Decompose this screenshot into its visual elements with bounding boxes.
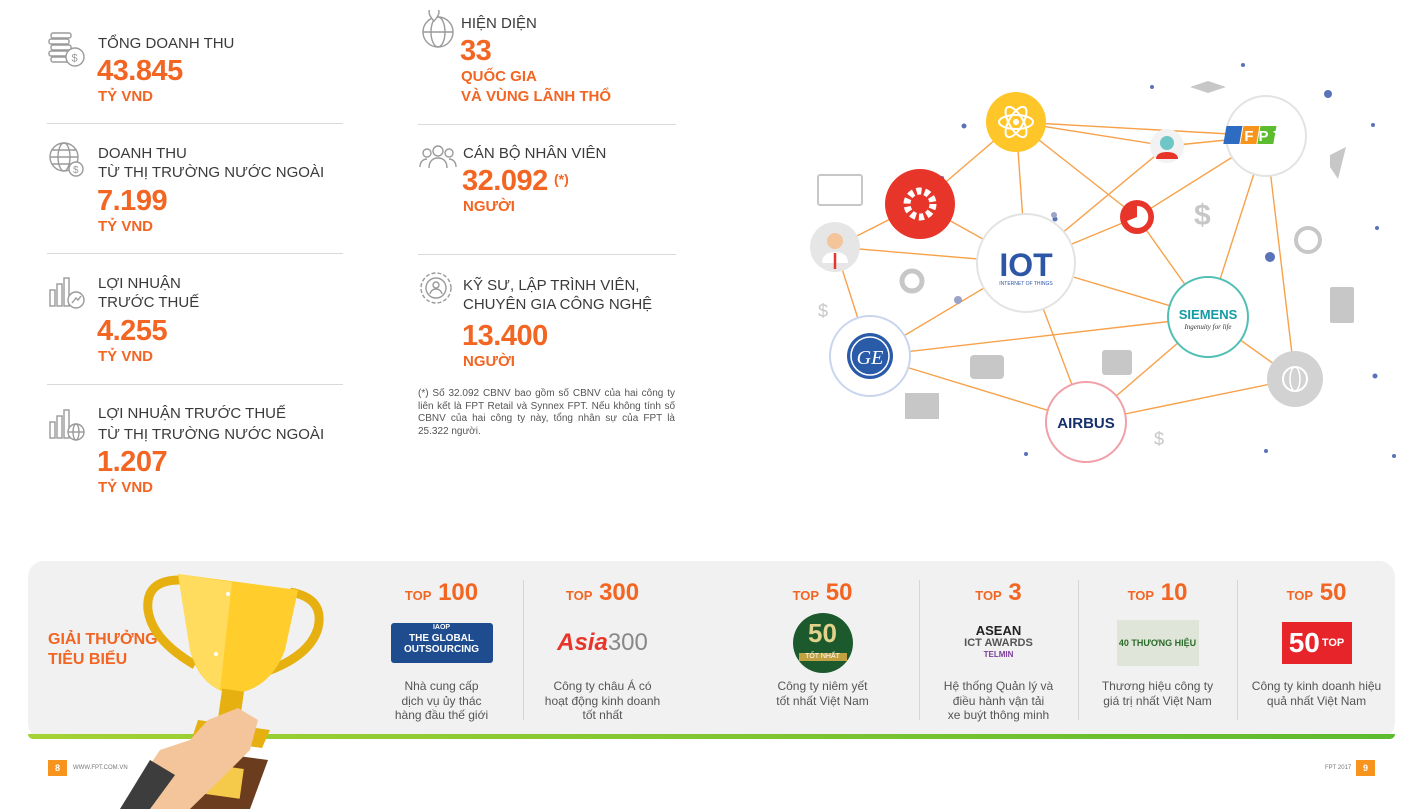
svg-text:$: $ bbox=[73, 165, 79, 176]
stat-value: 4.255 bbox=[97, 315, 168, 347]
ge-label: GE bbox=[857, 347, 884, 369]
chart-globe-icon bbox=[49, 409, 85, 441]
stat-value: 43.845 bbox=[97, 55, 183, 87]
award-item: TOP 50 50 TỐT NHẤT Công ty niêm yết tốt … bbox=[745, 578, 900, 708]
svg-text:$: $ bbox=[72, 53, 78, 65]
engineers-label: CHUYÊN GIA CÔNG NGHỆ bbox=[463, 296, 653, 313]
stat-label: TRƯỚC THUẾ bbox=[98, 294, 200, 311]
iot-network-graphic: $ $ $ IOT INTERNET OF THINGS FPT SIEMENS… bbox=[810, 63, 1396, 463]
presence-unit: VÀ VÙNG LÃNH THỔ bbox=[461, 88, 611, 105]
engineer-badge-icon bbox=[420, 272, 452, 304]
stat-label: DOANH THU bbox=[98, 145, 187, 162]
stat-label: TỔNG DOANH THU bbox=[98, 35, 235, 52]
forbes-50-logo: 50 TỐT NHẤT bbox=[745, 613, 900, 673]
award-item: TOP 3 ASEAN ICT AWARDS TELMIN Hệ thống Q… bbox=[921, 578, 1076, 723]
fpt-label: FPT bbox=[1244, 128, 1287, 145]
chart-growth-icon bbox=[49, 277, 85, 309]
presence-label: HIỆN DIỆN bbox=[461, 15, 537, 32]
people-group-icon bbox=[419, 145, 457, 169]
stat-label: LỢI NHUẬN bbox=[98, 275, 181, 292]
award-rank: TOP 300 bbox=[565, 579, 640, 606]
awards-title: GIẢI THƯỞNG bbox=[48, 631, 158, 648]
awards-title: TIÊU BIỂU bbox=[48, 651, 128, 668]
stat-label: LỢI NHUẬN TRƯỚC THUẾ bbox=[98, 405, 286, 422]
asean-ict-logo: ASEAN ICT AWARDS TELMIN bbox=[964, 623, 1033, 659]
award-rank: TOP 10 bbox=[1127, 579, 1188, 606]
svg-text:$: $ bbox=[1154, 429, 1164, 449]
footer-report-title: FPT 2017 bbox=[1325, 765, 1352, 771]
divider bbox=[1078, 580, 1079, 720]
staff-mark: (*) bbox=[554, 171, 569, 187]
award-rank: TOP 3 bbox=[975, 579, 1022, 606]
awards-underline bbox=[28, 734, 1395, 739]
divider bbox=[418, 124, 676, 125]
staff-label: CÁN BỘ NHÂN VIÊN bbox=[463, 145, 607, 162]
stat-value: 1.207 bbox=[97, 446, 168, 478]
iot-label: IOT bbox=[999, 247, 1053, 283]
airbus-label: AIRBUS bbox=[1057, 415, 1115, 432]
engineers-label: KỸ SƯ, LẬP TRÌNH VIÊN, bbox=[463, 277, 640, 294]
award-item: TOP 100 IAOP THE GLOBAL OUTSOURCING Nhà … bbox=[364, 578, 519, 723]
stat-unit: TỶ VND bbox=[98, 348, 154, 365]
presence-unit: QUỐC GIA bbox=[461, 68, 537, 85]
divider bbox=[47, 123, 343, 124]
staff-value: 32.092 bbox=[462, 165, 548, 197]
globe-dollar-icon: $ bbox=[49, 142, 84, 177]
trophy-icon bbox=[120, 574, 324, 809]
award-rank: TOP 100 bbox=[404, 579, 479, 606]
siemens-tagline: Ingenuity for life bbox=[1183, 323, 1231, 331]
page-number-left: 8 bbox=[48, 760, 67, 776]
page-number-right: 9 bbox=[1356, 760, 1375, 776]
presence-value: 33 bbox=[460, 35, 492, 67]
engineers-value: 13.400 bbox=[462, 320, 548, 352]
forbes-brand-logo: 40 THƯƠNG HIỆU bbox=[1080, 615, 1235, 671]
stat-unit: TỶ VND bbox=[98, 88, 154, 105]
iot-sub-label: INTERNET OF THINGS bbox=[999, 281, 1053, 287]
svg-text:$: $ bbox=[818, 301, 828, 321]
globe-pin-icon bbox=[422, 10, 454, 48]
engineers-unit: NGƯỜI bbox=[463, 353, 515, 370]
coins-dollar-icon: $ bbox=[48, 32, 85, 67]
svg-text:$: $ bbox=[1194, 199, 1211, 232]
stat-label: TỪ THỊ TRƯỜNG NƯỚC NGOÀI bbox=[98, 164, 325, 181]
divider bbox=[523, 580, 524, 720]
divider bbox=[47, 253, 343, 254]
siemens-label: SIEMENS bbox=[1179, 307, 1238, 322]
divider bbox=[47, 384, 343, 385]
award-rank: TOP 50 bbox=[792, 579, 853, 606]
footnote: (*) Số 32.092 CBNV bao gồm số CBNV của h… bbox=[418, 388, 675, 437]
divider bbox=[919, 580, 920, 720]
stat-unit: TỶ VND bbox=[98, 479, 154, 496]
stat-value: 7.199 bbox=[97, 185, 168, 217]
iaop-logo: IAOP THE GLOBAL OUTSOURCING bbox=[364, 615, 519, 671]
divider bbox=[418, 254, 676, 255]
staff-unit: NGƯỜI bbox=[463, 198, 515, 215]
award-rank: TOP 50 bbox=[1286, 579, 1347, 606]
stat-label: TỪ THỊ TRƯỜNG NƯỚC NGOÀI bbox=[98, 426, 325, 443]
award-item: TOP 10 40 THƯƠNG HIỆU Thương hiệu công t… bbox=[1080, 578, 1235, 708]
footer-url[interactable]: WWW.FPT.COM.VN bbox=[73, 765, 128, 771]
stat-unit: TỶ VND bbox=[98, 218, 154, 235]
divider bbox=[1237, 580, 1238, 720]
